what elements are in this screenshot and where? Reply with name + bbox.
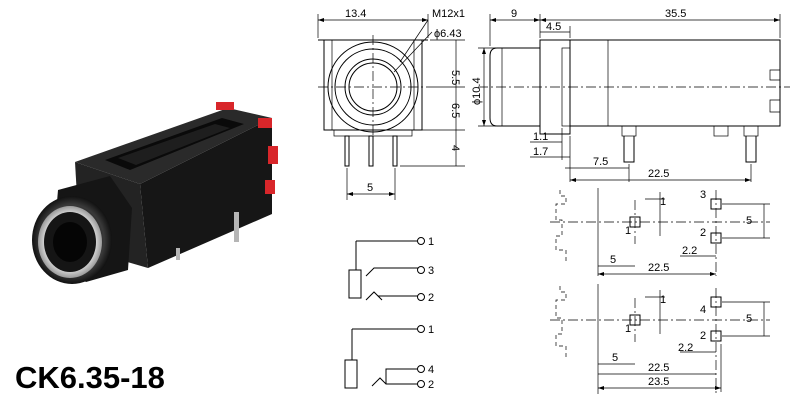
sch1-pin-3: 3 (428, 265, 434, 277)
pin-lead-2 (176, 248, 180, 260)
fp2-dim-offset: 1 (660, 294, 666, 306)
fp2-pin-4: 4 (700, 304, 706, 316)
fp1-dim-d: 5 (746, 215, 752, 227)
side-view: 9 35.5 4.5 ϕ10.4 1.1 1.7 7.5 22.5 (471, 8, 790, 182)
dim-diameter: ϕ10.4 (471, 77, 483, 105)
schematic-1: 1 3 2 (348, 236, 434, 304)
fp2-dim-b: 22.5 (648, 362, 669, 374)
dim-nose-length: 9 (511, 8, 517, 20)
footprint-2: 1 1 4 2 5 22.5 23.5 2.2 5 (550, 284, 770, 394)
fp2-pin-1: 1 (625, 323, 631, 335)
fp1-dim-a: 5 (610, 254, 616, 266)
fp2-dim-a: 5 (612, 352, 618, 364)
dim-bore-diameter: ϕ6.43 (434, 28, 462, 40)
product-photo (32, 102, 278, 284)
sch1-pin-2: 2 (428, 292, 434, 304)
fp1-pin-1: 1 (625, 225, 631, 237)
fp1-dim-offset: 1 (660, 196, 666, 208)
schematic-2: 1 4 2 (344, 324, 434, 391)
sch2-pin-4: 4 (428, 364, 434, 376)
dim-height-1: 5.5 (449, 70, 461, 85)
contact-side-1 (268, 146, 278, 164)
sch2-pin-2: 2 (428, 379, 434, 391)
dim-pin-b: 22.5 (648, 168, 669, 180)
fp1-pin-2: 2 (700, 227, 706, 239)
dim-height-2: 6.5 (449, 103, 461, 118)
contact-top-1 (216, 102, 234, 110)
dim-height-3: 4 (449, 145, 461, 151)
model-title: CK6.35-18 (15, 360, 165, 395)
dim-width: 13.4 (345, 8, 366, 20)
front-view: 13.4 M12x1 ϕ6.43 5.5 6.5 4 5 (317, 8, 465, 200)
fp2-dim-d: 2.2 (678, 342, 693, 354)
dim-pin-pitch: 5 (367, 182, 373, 194)
contact-top-2 (258, 118, 272, 128)
fp1-dim-b: 22.5 (648, 262, 669, 274)
fp2-dim-c: 23.5 (648, 376, 669, 388)
dim-offset-b: 1.7 (533, 146, 548, 158)
fp1-pin-3: 3 (700, 189, 706, 201)
dim-step-length: 4.5 (546, 21, 561, 33)
sch1-pin-1: 1 (428, 236, 434, 248)
dim-thread: M12x1 (432, 8, 465, 20)
dim-body-length: 35.5 (665, 8, 686, 20)
fp2-pin-2: 2 (700, 330, 706, 342)
dim-pin-a: 7.5 (593, 156, 608, 168)
fp1-dim-c: 2.2 (682, 245, 697, 257)
footprint-1: 1 1 3 2 5 22.5 2.2 5 (550, 188, 770, 276)
sch2-pin-1: 1 (428, 324, 434, 336)
pin-lead-1 (234, 212, 239, 242)
dim-offset-a: 1.1 (533, 131, 548, 143)
contact-side-2 (265, 180, 275, 194)
fp2-dim-e: 5 (746, 313, 752, 325)
